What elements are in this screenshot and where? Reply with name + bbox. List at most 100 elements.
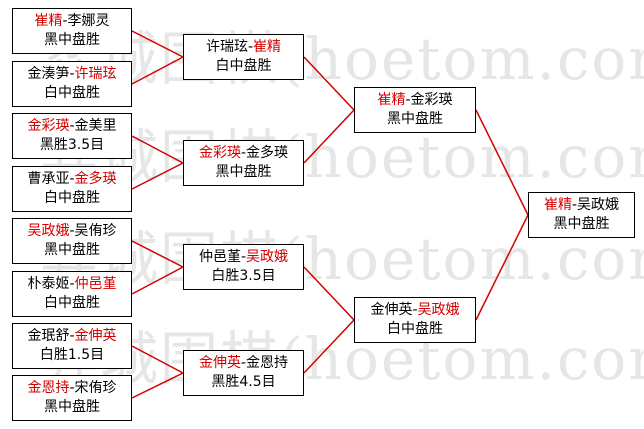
player-name: 宋侑珍: [74, 380, 117, 396]
bracket-connector-line: [131, 30, 184, 58]
bracket-connector-line: [475, 214, 529, 321]
match-players: 金珉舒-金伸英: [13, 327, 131, 346]
player-separator: -: [69, 66, 75, 82]
match-result: 白中盘胜: [44, 85, 100, 101]
match-box: 金恩持-宋侑珍黑中盘胜: [12, 375, 132, 421]
match-box: 许瑞玹-崔精白中盘胜: [183, 34, 304, 80]
match-players: 金恩持-宋侑珍: [13, 379, 131, 398]
match-box: 崔精-李娜灵黑中盘胜: [12, 8, 132, 54]
player-separator: -: [69, 276, 75, 292]
bracket-connector-line: [131, 372, 184, 399]
player-name: 吴侑珍: [74, 223, 117, 239]
match-box: 金湊笋-许瑞玹白中盘胜: [12, 61, 132, 107]
player-name: 曹承亚: [27, 171, 70, 187]
player-name: 金多瑛: [246, 145, 289, 161]
player-name: 崔精: [377, 92, 406, 108]
player-name: 吴政娥: [417, 302, 460, 318]
match-players: 金湊笋-许瑞玹: [13, 65, 131, 84]
player-name: 崔精: [543, 197, 572, 213]
player-name: 金伸英: [370, 302, 413, 318]
match-players: 崔精-李娜灵: [13, 12, 131, 31]
player-separator: -: [62, 13, 68, 29]
match-result: 黑中盘胜: [387, 111, 443, 127]
match-result: 白中盘胜: [215, 58, 272, 74]
bracket-connector-line: [303, 56, 355, 111]
player-name: 金美里: [74, 118, 117, 134]
player-name: 金彩瑛: [27, 118, 70, 134]
player-name: 金彩瑛: [410, 92, 453, 108]
player-name: 仲邑堇: [74, 276, 117, 292]
player-name: 金珉舒: [27, 328, 70, 344]
player-name: 许瑞玹: [74, 66, 117, 82]
player-name: 金恩持: [27, 380, 70, 396]
match-box: 金彩瑛-金多瑛黑中盘胜: [183, 140, 304, 186]
match-result: 黑中盘胜: [44, 32, 100, 48]
match-players: 崔精-金彩瑛: [355, 91, 475, 110]
player-separator: -: [69, 380, 75, 396]
match-box: 仲邑堇-吴政娥白胜3.5目: [183, 244, 304, 290]
player-separator: -: [240, 355, 247, 371]
match-box: 金彩瑛-金美里黑胜3.5目: [12, 113, 132, 159]
player-separator: -: [247, 39, 254, 55]
match-players: 朴泰姬-仲邑堇: [13, 275, 131, 294]
player-name: 仲邑堇: [198, 249, 241, 265]
player-name: 金彩瑛: [198, 145, 241, 161]
match-players: 许瑞玹-崔精: [184, 38, 303, 57]
bracket-connector-line: [303, 266, 355, 321]
player-separator: -: [240, 249, 247, 265]
player-separator: -: [69, 118, 75, 134]
match-result: 黑中盘胜: [44, 399, 100, 415]
player-separator: -: [69, 328, 75, 344]
match-players: 金彩瑛-金多瑛: [184, 144, 303, 163]
bracket-connector-line: [131, 56, 184, 85]
bracket-connector-line: [131, 345, 184, 374]
bracket-connector-line: [131, 266, 184, 295]
player-name: 吴政娥: [246, 249, 289, 265]
match-box: 崔精-吴政娥黑中盘胜: [528, 192, 635, 238]
player-name: 金伸英: [198, 355, 241, 371]
player-name: 李娜灵: [67, 13, 110, 29]
bracket-connector-line: [303, 319, 355, 374]
match-result: 白中盘胜: [44, 295, 100, 311]
player-separator: -: [405, 92, 411, 108]
match-result: 黑中盘胜: [44, 242, 100, 258]
player-name: 吴政娥: [27, 223, 70, 239]
player-separator: -: [412, 302, 418, 318]
bracket-connector-line: [131, 162, 184, 190]
match-result: 白中盘胜: [44, 190, 100, 206]
match-players: 曹承亚-金多瑛: [13, 170, 131, 189]
match-box: 吴政娥-吴侑珍黑中盘胜: [12, 218, 132, 264]
player-separator: -: [240, 145, 247, 161]
match-players: 吴政娥-吴侑珍: [13, 222, 131, 241]
match-result: 黑中盘胜: [553, 216, 610, 232]
bracket-connector-line: [131, 240, 184, 268]
match-result: 白胜1.5目: [39, 347, 105, 363]
match-players: 金彩瑛-金美里: [13, 117, 131, 136]
match-result: 黑胜3.5目: [39, 137, 105, 153]
player-name: 金伸英: [74, 328, 117, 344]
match-result: 白胜3.5目: [211, 268, 276, 284]
match-box: 崔精-金彩瑛黑中盘胜: [354, 87, 476, 133]
match-players: 金伸英-吴政娥: [355, 301, 475, 320]
match-players: 金伸英-金恩持: [184, 354, 303, 373]
match-box: 金珉舒-金伸英白胜1.5目: [12, 323, 132, 369]
player-name: 吴政娥: [577, 197, 620, 213]
match-box: 金伸英-吴政娥白中盘胜: [354, 297, 476, 343]
match-box: 朴泰姬-仲邑堇白中盘胜: [12, 271, 132, 317]
player-separator: -: [69, 171, 75, 187]
match-box: 曹承亚-金多瑛白中盘胜: [12, 166, 132, 212]
match-box: 金伸英-金恩持黑胜4.5目: [183, 350, 304, 396]
player-name: 金湊笋: [27, 66, 70, 82]
player-name: 崔精: [34, 13, 63, 29]
match-players: 崔精-吴政娥: [529, 196, 634, 215]
match-result: 黑胜4.5目: [211, 374, 276, 390]
bracket-connector-line: [131, 135, 184, 164]
match-result: 黑中盘胜: [215, 164, 272, 180]
player-separator: -: [69, 223, 75, 239]
player-name: 金多瑛: [74, 171, 117, 187]
player-name: 朴泰姬: [27, 276, 70, 292]
player-separator: -: [571, 197, 578, 213]
bracket-connector-line: [475, 109, 529, 216]
